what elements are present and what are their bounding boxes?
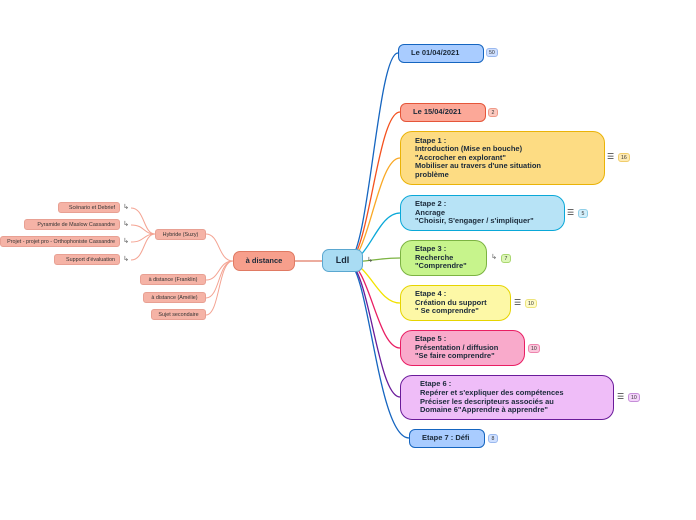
leaf-label: Projet - projet pro - Orthophoniste Cass… bbox=[7, 238, 115, 245]
list-icon[interactable]: ☰ bbox=[514, 298, 522, 307]
topic-label: Le 15/04/2021 bbox=[413, 107, 462, 117]
central-topic-label: LdI bbox=[335, 255, 350, 266]
topic-etape-4[interactable]: Etape 4 : Création du support " Se compr… bbox=[400, 285, 511, 321]
subtopic-label: à distance (Franklin) bbox=[148, 276, 198, 283]
note-icon[interactable]: ↳ bbox=[123, 204, 129, 211]
leaf-label: Support d'évaluation bbox=[66, 256, 115, 263]
topic-a-distance[interactable]: à distance bbox=[233, 251, 295, 271]
count-badge: 50 bbox=[486, 48, 498, 57]
subtopic-line-4 bbox=[205, 260, 234, 316]
count-badge: 7 bbox=[501, 254, 511, 263]
count-badge: 10 bbox=[528, 344, 540, 353]
note-icon[interactable]: ↳ bbox=[123, 256, 129, 263]
topic-etape-2[interactable]: Etape 2 : Ancrage "Choisir, S'engager / … bbox=[400, 195, 565, 231]
leaf-projet-pro[interactable]: Projet - projet pro - Orthophoniste Cass… bbox=[0, 236, 120, 247]
topic-label: Etape 3 : Recherche "Comprendre" bbox=[415, 244, 467, 271]
topic-label: Etape 7 : Défi bbox=[422, 433, 470, 443]
leaf-scenario-debrief[interactable]: Scénario et Debrief bbox=[58, 202, 120, 213]
subtopic-line-1 bbox=[205, 233, 234, 262]
topic-etape-5[interactable]: Etape 5 : Présentation / diffusion "Se f… bbox=[400, 330, 525, 366]
count-badge: 2 bbox=[488, 108, 498, 117]
topic-a-distance-label: à distance bbox=[245, 255, 283, 265]
note-icon[interactable]: ↳ bbox=[491, 254, 497, 261]
topic-label: Etape 1 : Introduction (Mise en bouche) … bbox=[415, 135, 541, 179]
leaf-line-1 bbox=[130, 207, 156, 235]
note-icon[interactable]: ↳ bbox=[367, 257, 373, 264]
topic-le-01-04-2021[interactable]: Le 01/04/2021 bbox=[398, 44, 484, 63]
branch-line-2 bbox=[346, 111, 401, 263]
note-icon[interactable]: ↳ bbox=[123, 221, 129, 228]
branch-line-7 bbox=[346, 261, 401, 349]
count-badge: 10 bbox=[525, 299, 537, 308]
branch-line-1 bbox=[346, 52, 399, 263]
count-badge: 8 bbox=[488, 434, 498, 443]
subtopic-hybride-label: Hybride (Suzy) bbox=[162, 231, 199, 238]
subtopic-label: à distance (Amélie) bbox=[151, 294, 198, 301]
topic-label: Le 01/04/2021 bbox=[411, 48, 460, 58]
leaf-label: Scénario et Debrief bbox=[68, 204, 115, 211]
topic-etape-6[interactable]: Etape 6 : Repérer et s'expliquer des com… bbox=[400, 375, 614, 420]
topic-label: Etape 5 : Présentation / diffusion "Se f… bbox=[415, 334, 499, 361]
topic-le-15-04-2021[interactable]: Le 15/04/2021 bbox=[400, 103, 486, 122]
central-topic[interactable]: LdI bbox=[322, 249, 363, 272]
count-badge: 5 bbox=[578, 209, 588, 218]
leaf-support-evaluation[interactable]: Support d'évaluation bbox=[54, 254, 120, 265]
leaf-pyramide-maslow[interactable]: Pyramide de Maslow Cassandre bbox=[24, 219, 120, 230]
topic-label: Etape 6 : Repérer et s'expliquer des com… bbox=[420, 379, 564, 415]
note-icon[interactable]: ↳ bbox=[123, 238, 129, 245]
subtopic-amelie[interactable]: à distance (Amélie) bbox=[143, 292, 206, 303]
subtopic-hybride[interactable]: Hybride (Suzy) bbox=[155, 229, 206, 240]
subtopic-franklin[interactable]: à distance (Franklin) bbox=[140, 274, 206, 285]
topic-etape-3[interactable]: Etape 3 : Recherche "Comprendre" bbox=[400, 240, 487, 276]
topic-etape-1[interactable]: Etape 1 : Introduction (Mise en bouche) … bbox=[400, 131, 605, 185]
count-badge: 10 bbox=[628, 393, 640, 402]
branch-line-3 bbox=[346, 157, 401, 263]
list-icon[interactable]: ☰ bbox=[607, 152, 615, 161]
topic-label: Etape 4 : Création du support " Se compr… bbox=[415, 289, 487, 316]
subtopic-label: Sujet secondaire bbox=[158, 311, 199, 318]
count-badge: 16 bbox=[618, 153, 630, 162]
leaf-line-4 bbox=[130, 233, 156, 261]
list-icon[interactable]: ☰ bbox=[567, 208, 575, 217]
subtopic-sujet-secondaire[interactable]: Sujet secondaire bbox=[151, 309, 206, 320]
leaf-label: Pyramide de Maslow Cassandre bbox=[37, 221, 115, 228]
list-icon[interactable]: ☰ bbox=[617, 392, 625, 401]
topic-etape-7[interactable]: Etape 7 : Défi bbox=[409, 429, 485, 448]
topic-label: Etape 2 : Ancrage "Choisir, S'engager / … bbox=[415, 199, 534, 226]
